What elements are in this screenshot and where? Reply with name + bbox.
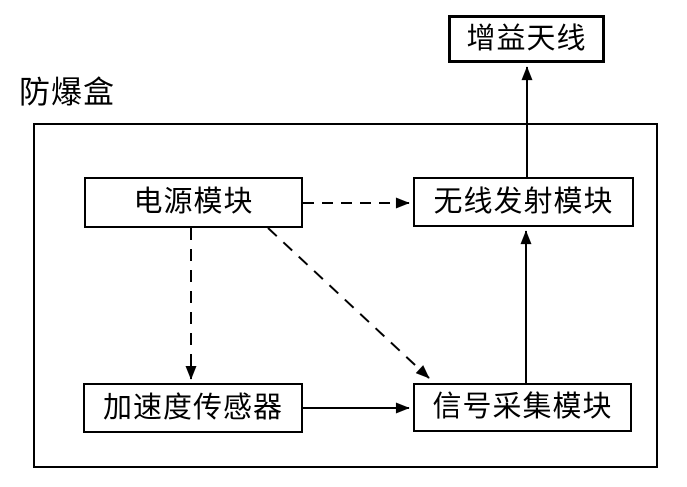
signal-acquisition-module-node: 信号采集模块	[413, 383, 632, 432]
wireless-transmit-module-node: 无线发射模块	[413, 177, 634, 227]
antenna-label: 增益天线	[466, 22, 587, 55]
power-module-node: 电源模块	[84, 177, 303, 228]
signal-acquisition-module-label: 信号采集模块	[432, 391, 613, 423]
antenna-node: 增益天线	[448, 15, 605, 63]
enclosure-label: 防爆盒	[19, 75, 115, 110]
acceleration-sensor-label: 加速度传感器	[102, 391, 283, 424]
power-module-label: 电源模块	[133, 186, 254, 218]
enclosure-box	[33, 123, 658, 468]
wireless-transmit-module-label: 无线发射模块	[433, 185, 614, 218]
acceleration-sensor-node: 加速度传感器	[83, 383, 303, 433]
